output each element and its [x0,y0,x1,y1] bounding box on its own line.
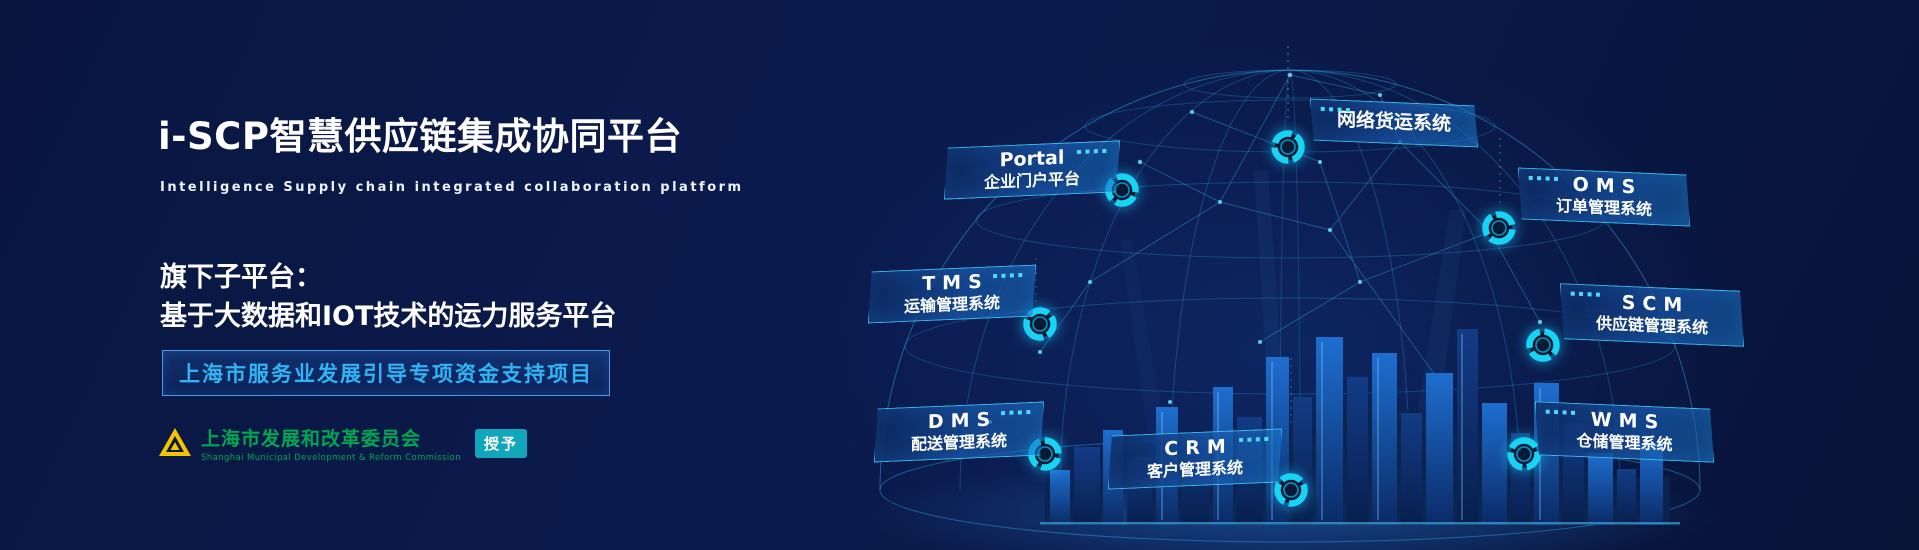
system-plaque-portal[interactable]: ▪▪▪▪ Portal 企业门户平台 [944,140,1120,199]
node-ring-icon-freight [1265,124,1311,170]
system-plaque-crm[interactable]: ▪▪▪▪ CRM 客户管理系统 [1108,428,1282,489]
page-title: i-SCP智慧供应链集成协同平台 [158,115,682,158]
system-plaque-freight[interactable]: ▪▪▪▪ 网络货运系统 [1310,98,1478,147]
plaque-dots: ▪▪▪▪ [1320,103,1354,115]
system-name: CRM [1164,435,1233,461]
network-nodes [988,46,1602,472]
system-label: 企业门户平台 [983,168,1080,192]
system-name: Portal [999,146,1065,172]
node-ring-icon-oms [1476,205,1522,251]
plaque-dots: ▪▪▪▪ [1545,406,1579,418]
system-plaque-scm[interactable]: ▪▪▪▪ SCM 供应链管理系统 [1560,283,1744,347]
system-label: 运输管理系统 [903,292,1000,316]
node-ring-icon-tms [1017,301,1063,347]
system-name: TMS [922,270,989,296]
funding-project-box: 上海市服务业发展引导专项资金支持项目 [162,350,610,396]
system-plaque-tms[interactable]: ▪▪▪▪ TMS 运输管理系统 [868,264,1036,323]
plaque-dots: ▪▪▪▪ [1570,288,1604,299]
plaque-dots: ▪▪▪▪ [1238,433,1272,445]
system-name: SCM [1621,291,1690,317]
node-ring-icon-crm [1268,467,1314,513]
network-dome-graphic [860,46,1720,550]
system-name: WMS [1590,408,1666,434]
system-label: 订单管理系统 [1555,195,1652,219]
system-name: 网络货运系统 [1336,108,1451,136]
plaque-dots: ▪▪▪▪ [1076,145,1110,157]
plaque-dots: ▪▪▪▪ [1528,172,1562,184]
system-label: 客户管理系统 [1146,457,1243,481]
page-subtitle-en: Intelligence Supply chain integrated col… [160,180,744,195]
ndrc-logo-icon [158,427,192,461]
system-plaque-dms[interactable]: ▪▪▪▪ DMS 配送管理系统 [874,401,1044,462]
plaque-dots: ▪▪▪▪ [1000,406,1034,418]
system-plaque-oms[interactable]: ▪▪▪▪ OMS 订单管理系统 [1518,167,1690,226]
sub-platform-desc: 基于大数据和IOT技术的运力服务平台 [160,301,617,332]
issuer-org: 上海市发展和改革委员会 Shanghai Municipal Developme… [201,424,461,463]
granted-badge: 授予 [475,429,528,458]
system-name: OMS [1572,173,1643,199]
issuer-org-name-en: Shanghai Municipal Development & Reform … [201,453,461,463]
sub-platform-heading: 旗下子平台： [160,262,322,293]
system-label: 配送管理系统 [910,430,1007,454]
sub-platform-text: 旗下子平台： 基于大数据和IOT技术的运力服务平台 [160,258,616,336]
system-label: 仓储管理系统 [1576,430,1673,454]
system-name: DMS [927,408,998,434]
plaque-dots: ▪▪▪▪ [992,269,1026,281]
city-skyline [1040,329,1680,525]
node-ring-icon-scm [1520,322,1566,368]
issuer-row: 上海市发展和改革委员会 Shanghai Municipal Developme… [158,424,528,463]
system-label: 供应链管理系统 [1595,313,1708,338]
node-ring-icon-wms [1501,431,1547,477]
issuer-org-name-cn: 上海市发展和改革委员会 [201,428,422,450]
system-plaque-wms[interactable]: ▪▪▪▪ WMS 仓储管理系统 [1535,401,1714,463]
